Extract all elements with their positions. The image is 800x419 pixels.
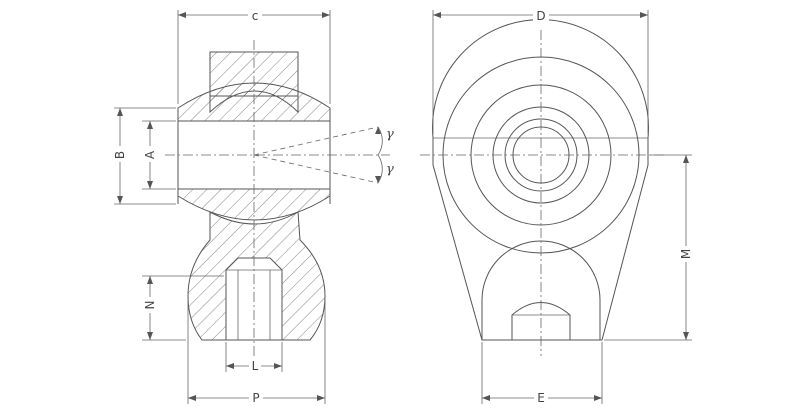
dim-N-label: N	[143, 301, 157, 310]
dim-D-label: D	[536, 9, 545, 23]
dim-L-label: L	[252, 359, 259, 373]
dim-B-label: B	[113, 151, 127, 159]
gamma-lower-label: γ	[386, 162, 394, 177]
housing-upper-flank	[209, 90, 299, 114]
dim-c-label: c	[252, 9, 259, 23]
dim-A-label: A	[143, 150, 157, 159]
front-view: D M E	[420, 8, 694, 405]
dim-E-label: E	[537, 391, 545, 405]
section-view: γ γ c B A N	[112, 8, 394, 405]
gamma-upper-label: γ	[386, 127, 394, 142]
dim-P-label: P	[252, 391, 259, 405]
eye-outline	[432, 19, 649, 341]
dim-M-label: M	[679, 249, 693, 259]
